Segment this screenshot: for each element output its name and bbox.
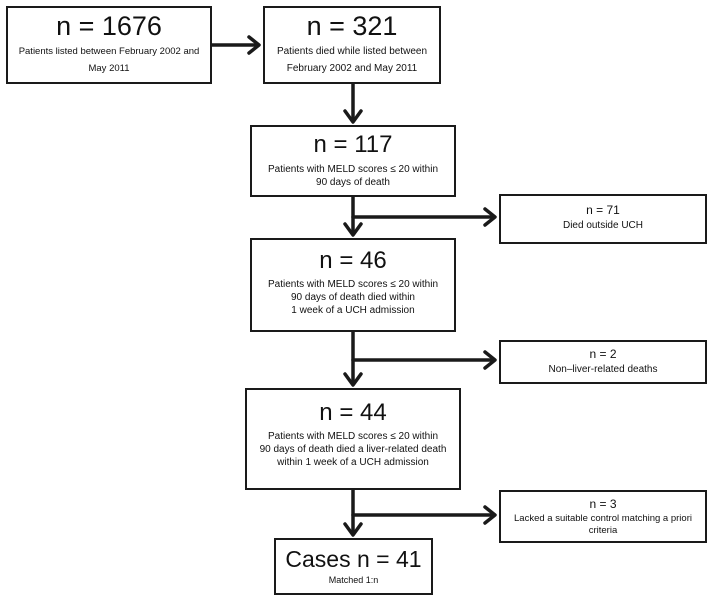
excluded-no-control: n = 3 Lacked a suitable control matching… [499, 490, 707, 543]
excluded-died-outside-uch: n = 71 Died outside UCH [499, 194, 707, 244]
box-patients-listed-count: n = 1676 [56, 11, 162, 41]
box-liver-related-text-2: 90 days of death died a liver-related de… [259, 444, 447, 456]
box-patients-died-text-1: Patients died while listed between [276, 46, 428, 58]
arrowhead-branch-no-control [483, 505, 497, 525]
box-patients-died-text-2: February 2002 and May 2011 [286, 63, 418, 75]
box-meld-scores-text-2: 90 days of death [316, 177, 390, 189]
arrowhead-died-to-meld [343, 109, 363, 124]
box-died-within-week-text-3: 1 week of a UCH admission [291, 305, 415, 317]
box-cases-count: Cases n = 41 [285, 546, 422, 572]
box-patients-listed: n = 1676 Patients listed between Februar… [6, 6, 212, 84]
box-liver-related-text-1: Patients with MELD scores ≤ 20 within [268, 431, 438, 443]
excluded-died-outside-uch-count: n = 71 [586, 203, 620, 217]
box-died-within-week: n = 46 Patients with MELD scores ≤ 20 wi… [250, 238, 456, 332]
box-died-within-week-text-2: 90 days of death died within [291, 292, 415, 304]
arrowhead-week-to-liver [343, 372, 363, 387]
box-cases: Cases n = 41 Matched 1:n [274, 538, 433, 595]
box-meld-scores: n = 117 Patients with MELD scores ≤ 20 w… [250, 125, 456, 197]
arrowhead-branch-non-liver [483, 350, 497, 370]
box-patients-died-count: n = 321 [306, 11, 398, 41]
excluded-non-liver-deaths-text: Non–liver-related deaths [548, 363, 658, 375]
box-liver-related-text-3: within 1 week of a UCH admission [277, 457, 429, 469]
box-cases-text-1: Matched 1:n [328, 575, 379, 586]
arrowhead-liver-to-cases [343, 522, 363, 537]
box-died-within-week-count: n = 46 [319, 247, 387, 274]
box-patients-listed-text-2: May 2011 [88, 63, 130, 75]
box-patients-died: n = 321 Patients died while listed betwe… [263, 6, 441, 84]
box-died-within-week-text-1: Patients with MELD scores ≤ 20 within [268, 279, 438, 291]
box-meld-scores-text-1: Patients with MELD scores ≤ 20 within [268, 164, 438, 176]
arrowhead-meld-to-week [343, 222, 363, 237]
excluded-non-liver-deaths: n = 2 Non–liver-related deaths [499, 340, 707, 384]
arrowhead-branch-outside-uch [483, 207, 497, 227]
excluded-no-control-count: n = 3 [589, 497, 617, 511]
excluded-non-liver-deaths-count: n = 2 [589, 347, 617, 361]
box-liver-related: n = 44 Patients with MELD scores ≤ 20 wi… [245, 388, 461, 490]
box-patients-listed-text-1: Patients listed between February 2002 an… [18, 46, 200, 58]
excluded-no-control-text-1: Lacked a suitable control matching a pri… [514, 512, 692, 524]
excluded-died-outside-uch-text: Died outside UCH [562, 219, 644, 231]
box-meld-scores-count: n = 117 [313, 131, 393, 158]
arrowhead-listed-to-died [247, 35, 261, 55]
box-liver-related-count: n = 44 [319, 399, 387, 426]
excluded-no-control-text-2: criteria [588, 524, 618, 536]
